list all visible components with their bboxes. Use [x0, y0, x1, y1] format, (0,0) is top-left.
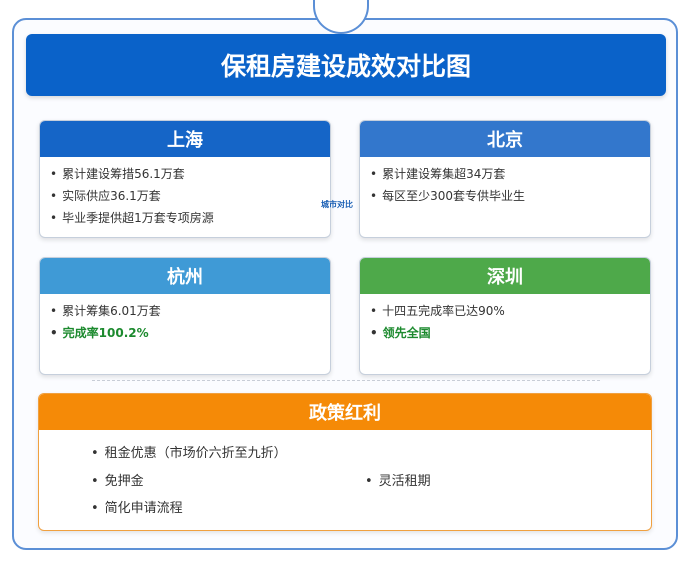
city-card-beijing: 北京 累计建设筹集超34万套 每区至少300套专供毕业生 [359, 120, 651, 238]
section-divider [92, 380, 600, 381]
city-item-list: 累计建设筹集超34万套 每区至少300套专供毕业生 [360, 157, 650, 207]
list-item: 十四五完成率已达90% [370, 300, 650, 322]
policy-item-no-deposit: 免押金 [91, 470, 144, 489]
highlight-item: 领先全国 [370, 322, 650, 344]
policy-card: 政策红利 租金优惠（市场价六折至九折） 免押金 灵活租期 简化申请流程 [38, 393, 652, 531]
list-item: 累计筹集6.01万套 [50, 300, 330, 322]
policy-item-simple-application: 简化申请流程 [91, 497, 183, 516]
list-item: 累计建设筹集超34万套 [370, 163, 650, 185]
policy-item-rent-discount: 租金优惠（市场价六折至九折） [91, 442, 287, 461]
highlight-item: 完成率100.2% [50, 322, 330, 344]
city-card-shenzhen: 深圳 十四五完成率已达90% 领先全国 [359, 257, 651, 375]
city-item-list: 累计建设筹措56.1万套 实际供应36.1万套 毕业季提供超1万套专项房源 [40, 157, 330, 229]
list-item: 实际供应36.1万套 [50, 185, 330, 207]
city-card-header: 北京 [360, 121, 650, 157]
city-card-header: 杭州 [40, 258, 330, 294]
compare-label: 城市对比 [321, 200, 353, 209]
list-item: 累计建设筹措56.1万套 [50, 163, 330, 185]
page-title: 保租房建设成效对比图 [26, 34, 666, 96]
list-item: 毕业季提供超1万套专项房源 [50, 207, 330, 229]
list-item: 每区至少300套专供毕业生 [370, 185, 650, 207]
city-card-header: 上海 [40, 121, 330, 157]
city-item-list: 十四五完成率已达90% 领先全国 [360, 294, 650, 344]
city-item-list: 累计筹集6.01万套 完成率100.2% [40, 294, 330, 344]
city-card-hangzhou: 杭州 累计筹集6.01万套 完成率100.2% [39, 257, 331, 375]
policy-item-flexible-lease: 灵活租期 [365, 470, 431, 489]
city-card-shanghai: 上海 累计建设筹措56.1万套 实际供应36.1万套 毕业季提供超1万套专项房源 [39, 120, 331, 238]
city-card-header: 深圳 [360, 258, 650, 294]
policy-card-header: 政策红利 [39, 394, 651, 430]
